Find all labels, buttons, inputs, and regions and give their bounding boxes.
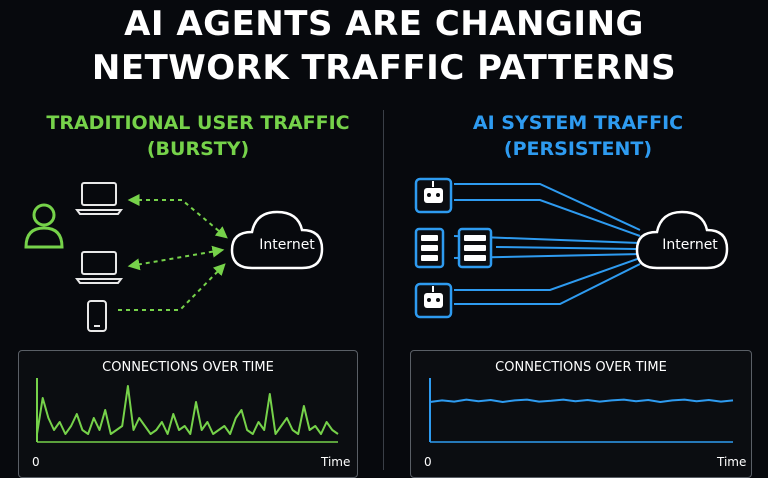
- ai-traffic-title-line2: (PERSISTENT): [503, 138, 653, 160]
- internet-label-left: Internet: [259, 237, 315, 253]
- ai-traffic-title-line1: AI SYSTEM TRAFFIC: [472, 112, 684, 134]
- persistent-series-line: [429, 398, 734, 403]
- bursty-chart-x-label: Time: [321, 455, 351, 469]
- persistent-chart-x-label: Time: [717, 455, 747, 469]
- page-title-line1: AI AGENTS ARE CHANGING: [124, 4, 644, 44]
- robot-icon: [414, 177, 453, 214]
- laptop-icon: [75, 182, 123, 215]
- traditional-traffic-title-line1: TRADITIONAL USER TRAFFIC: [46, 112, 350, 134]
- persistent-chart-frame: [410, 350, 752, 478]
- server-icon: [414, 227, 445, 269]
- bursty-series-line: [36, 385, 339, 435]
- persistent-chart-title: CONNECTIONS OVER TIME: [495, 360, 667, 375]
- internet-cloud-icon: [635, 210, 729, 270]
- ai-traffic-title: AI SYSTEM TRAFFIC (PERSISTENT): [420, 110, 736, 162]
- server-icon: [457, 227, 493, 269]
- robot-icon: [414, 282, 453, 319]
- bursty-connections: [118, 194, 228, 311]
- phone-icon: [87, 300, 107, 332]
- laptop-icon: [75, 251, 123, 284]
- center-divider: [383, 110, 384, 470]
- traditional-traffic-title-line2: (BURSTY): [146, 138, 250, 160]
- internet-cloud-icon: [230, 210, 324, 270]
- bursty-chart-x-origin: 0: [32, 455, 40, 469]
- internet-label-right: Internet: [662, 237, 718, 253]
- user-icon: [24, 203, 64, 249]
- traditional-traffic-title: TRADITIONAL USER TRAFFIC (BURSTY): [40, 110, 356, 162]
- page-title-line2: NETWORK TRAFFIC PATTERNS: [91, 48, 677, 88]
- ai-connections: [453, 183, 641, 305]
- persistent-chart-x-origin: 0: [424, 455, 432, 469]
- bursty-chart-title: CONNECTIONS OVER TIME: [102, 360, 274, 375]
